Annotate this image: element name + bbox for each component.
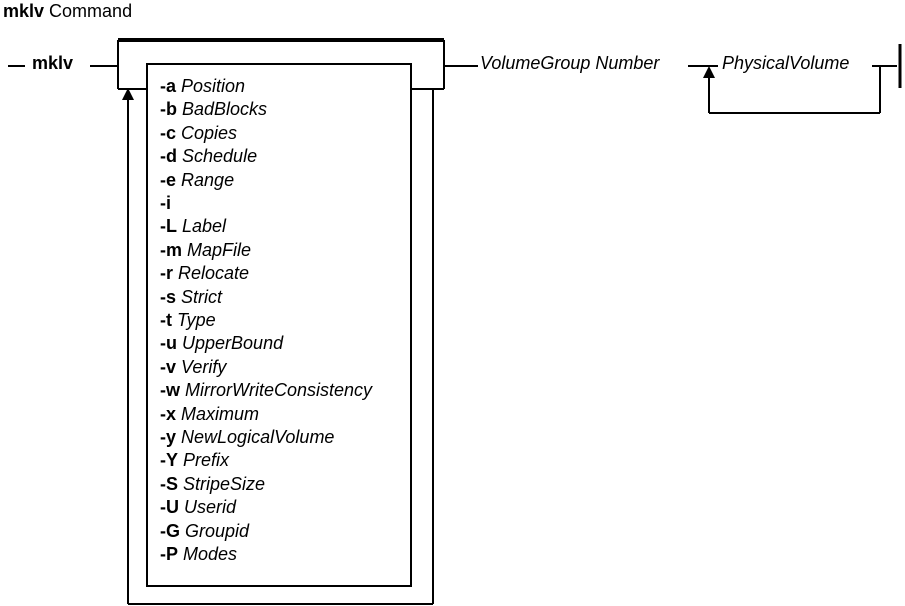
flag-row: -L Label [160,215,226,238]
flag-row: -c Copies [160,122,237,145]
flag-parameter: Type [177,310,216,330]
flag-option: -i [160,193,171,213]
flag-row: -u UpperBound [160,332,283,355]
flag-parameter: Schedule [182,146,258,167]
flag-row: -i [160,192,171,215]
flag-parameter: Maximum [181,403,260,424]
flag-option: -u [160,333,177,354]
flag-parameter: MapFile [187,239,252,260]
syntax-repeat-item-label: PhysicalVolume [722,53,850,73]
flag-row: -a Position [160,75,245,98]
flag-parameter: MirrorWriteConsistency [185,380,373,401]
flag-option: -w [160,380,180,401]
flag-option: -v [160,356,177,377]
title-suffix: Command [49,1,133,21]
flag-row: -s Strict [160,286,222,309]
flag-option: -d [160,146,177,167]
flag-option: -S [160,473,178,494]
flag-option: -m [160,239,182,260]
flag-row: -v Verify [160,356,226,379]
flag-row: -x Maximum [160,403,259,426]
flag-row: -r Relocate [160,262,249,285]
flag-option: -U [160,497,179,518]
flag-parameter: Modes [183,544,238,564]
flag-row: -S StripeSize [160,473,265,496]
flag-row: -w MirrorWriteConsistency [160,379,372,402]
flag-parameter: Strict [181,286,223,307]
syntax-command-label: mklv [32,53,74,73]
flag-row: -e Range [160,169,234,192]
flag-row: -G Groupid [160,520,249,543]
flag-option: -b [160,99,177,120]
flag-option: -G [160,520,180,541]
flags-repeat-arrow [122,88,134,100]
flag-row: -P Modes [160,543,237,566]
flag-option: -y [160,427,177,447]
flag-option: -Y [160,450,178,471]
flag-row: -d Schedule [160,145,257,168]
syntax-arguments-label: VolumeGroup Number [480,53,660,73]
flag-parameter: Userid [184,497,237,518]
flag-row: -U Userid [160,496,236,519]
flag-parameter: Position [181,76,246,96]
flag-row: -t Type [160,309,216,332]
flag-row: -b BadBlocks [160,98,267,121]
flag-parameter: NewLogicalVolume [181,427,335,447]
flag-option: -P [160,544,178,564]
flag-option: -x [160,403,177,424]
flag-row: -m MapFile [160,239,251,262]
flag-parameter: Prefix [183,450,230,471]
flag-option: -L [160,216,177,237]
flag-parameter: Groupid [185,520,250,541]
flag-parameter: StripeSize [183,473,266,494]
flag-row: -Y Prefix [160,449,229,472]
pv-repeat-arrow [703,66,715,78]
flag-parameter: Copies [181,122,238,143]
flag-option: -e [160,169,177,190]
flag-option: -r [160,263,173,284]
flag-option: -t [160,310,172,330]
diagram-title: mklv Command [3,0,132,22]
flag-parameter: Label [182,216,227,237]
flag-parameter: UpperBound [182,333,284,354]
flag-option: -s [160,286,177,307]
flag-row: -y NewLogicalVolume [160,426,334,449]
flag-parameter: Verify [181,356,227,377]
flag-option: -a [160,76,177,96]
flag-parameter: Relocate [178,263,250,284]
flags-list-box [146,63,412,587]
flag-parameter: Range [181,169,235,190]
title-command: mklv [3,1,45,21]
flag-parameter: BadBlocks [182,99,268,120]
flag-option: -c [160,122,177,143]
